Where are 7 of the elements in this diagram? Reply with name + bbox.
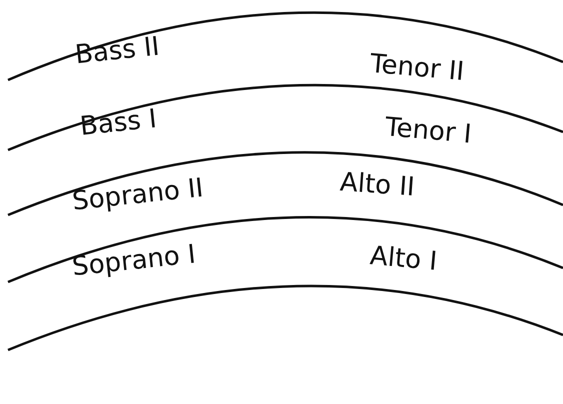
section-label: Soprano II xyxy=(71,175,205,215)
section-label: Alto I xyxy=(369,243,438,275)
section-label: Bass I xyxy=(78,106,158,140)
section-label: Tenor I xyxy=(384,114,472,148)
section-label: Soprano I xyxy=(70,242,197,280)
section-label: Alto II xyxy=(339,169,416,201)
section-label: Tenor II xyxy=(369,50,466,86)
